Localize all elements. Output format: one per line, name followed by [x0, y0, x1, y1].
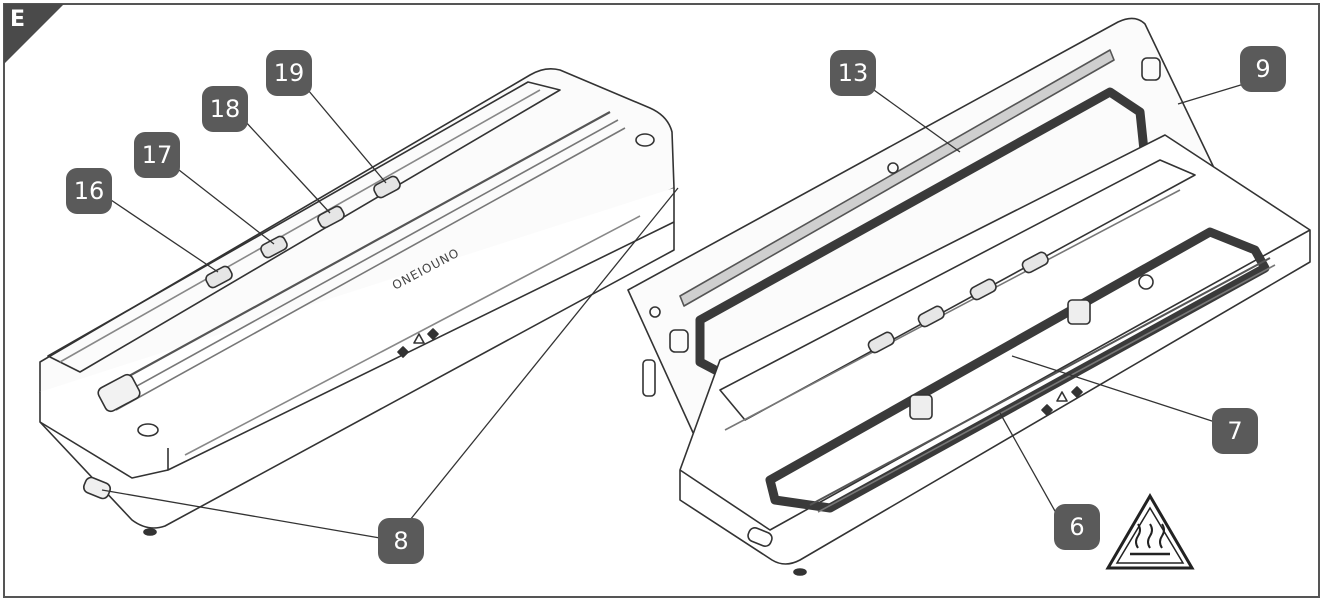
callout-label: 8	[393, 527, 408, 555]
status-icon-2	[1056, 391, 1068, 402]
seal-rail-2	[107, 119, 619, 403]
side-lever	[642, 359, 656, 397]
status-icon-2	[413, 333, 425, 344]
inner-tray	[719, 159, 1196, 421]
button-open-3	[969, 278, 997, 301]
leader-13	[859, 79, 961, 153]
leader-8b	[409, 187, 679, 521]
vacuum-port	[1138, 274, 1154, 290]
base-top-edge	[679, 229, 1311, 531]
clamp-right	[1067, 299, 1091, 325]
callout-label: 13	[838, 59, 869, 87]
side-latch	[82, 476, 112, 500]
callout-label: 7	[1227, 417, 1242, 445]
leader-19	[302, 83, 387, 184]
status-icon-1	[397, 346, 409, 358]
leader-7	[1011, 355, 1216, 423]
status-icon-3	[427, 328, 439, 340]
lid-hinge-clip	[669, 329, 689, 353]
button-open-1	[867, 331, 895, 354]
callout-9: 9	[1240, 46, 1286, 92]
leader-6	[999, 412, 1061, 521]
seal-rail-3	[115, 127, 626, 411]
hot-surface-warning-icon	[1105, 493, 1195, 570]
heating-strip	[679, 49, 1115, 307]
lower-gasket	[765, 227, 1270, 513]
lid-inset	[47, 81, 561, 373]
leader-lines	[101, 79, 1245, 539]
cutter-slider	[97, 373, 141, 413]
callout-7: 7	[1212, 408, 1258, 454]
figure-frame	[3, 3, 1320, 598]
tray-line	[724, 189, 1181, 431]
lid-center-screw	[887, 162, 899, 174]
callout-19: 19	[266, 50, 312, 96]
open-sealer	[627, 17, 1311, 576]
button-open-4	[1021, 251, 1049, 274]
leader-17	[169, 162, 275, 245]
callout-label: 18	[210, 95, 241, 123]
lid-release-left	[137, 423, 159, 437]
leader-8a	[101, 489, 381, 539]
lid-release-right	[635, 133, 655, 147]
callout-8: 8	[378, 518, 424, 564]
callout-label: 19	[274, 59, 305, 87]
seal-bar-rail	[809, 257, 1271, 506]
control-buttons-open	[867, 251, 1049, 354]
base-side-button	[747, 527, 773, 547]
callout-label: 6	[1069, 513, 1084, 541]
lid-hinge-clip	[1141, 57, 1161, 81]
callout-16: 16	[66, 168, 112, 214]
lid-inset-line	[59, 89, 541, 363]
leader-18	[243, 119, 331, 214]
seal-bar-rail-2	[817, 264, 1276, 513]
leader-9	[1177, 83, 1245, 105]
base-front	[39, 188, 675, 529]
status-icon-3	[1071, 386, 1083, 398]
foot	[143, 528, 157, 536]
clamp-left	[909, 394, 933, 420]
callout-18: 18	[202, 86, 248, 132]
closed-sealer	[39, 68, 675, 536]
leader-16	[107, 197, 219, 273]
front-groove	[184, 215, 641, 456]
foot	[793, 568, 807, 576]
lid-screw	[649, 306, 661, 318]
callout-17: 17	[134, 132, 180, 178]
section-tag	[4, 4, 64, 64]
callout-6: 6	[1054, 504, 1100, 550]
callout-label: 17	[142, 141, 173, 169]
callout-label: 16	[74, 177, 105, 205]
seal-rail-1	[99, 111, 611, 393]
callout-13: 13	[830, 50, 876, 96]
section-label: E	[10, 7, 25, 32]
status-icon-1	[1041, 404, 1053, 416]
callout-label: 9	[1255, 55, 1270, 83]
base-left-edge	[39, 421, 169, 479]
button-open-2	[917, 305, 945, 328]
